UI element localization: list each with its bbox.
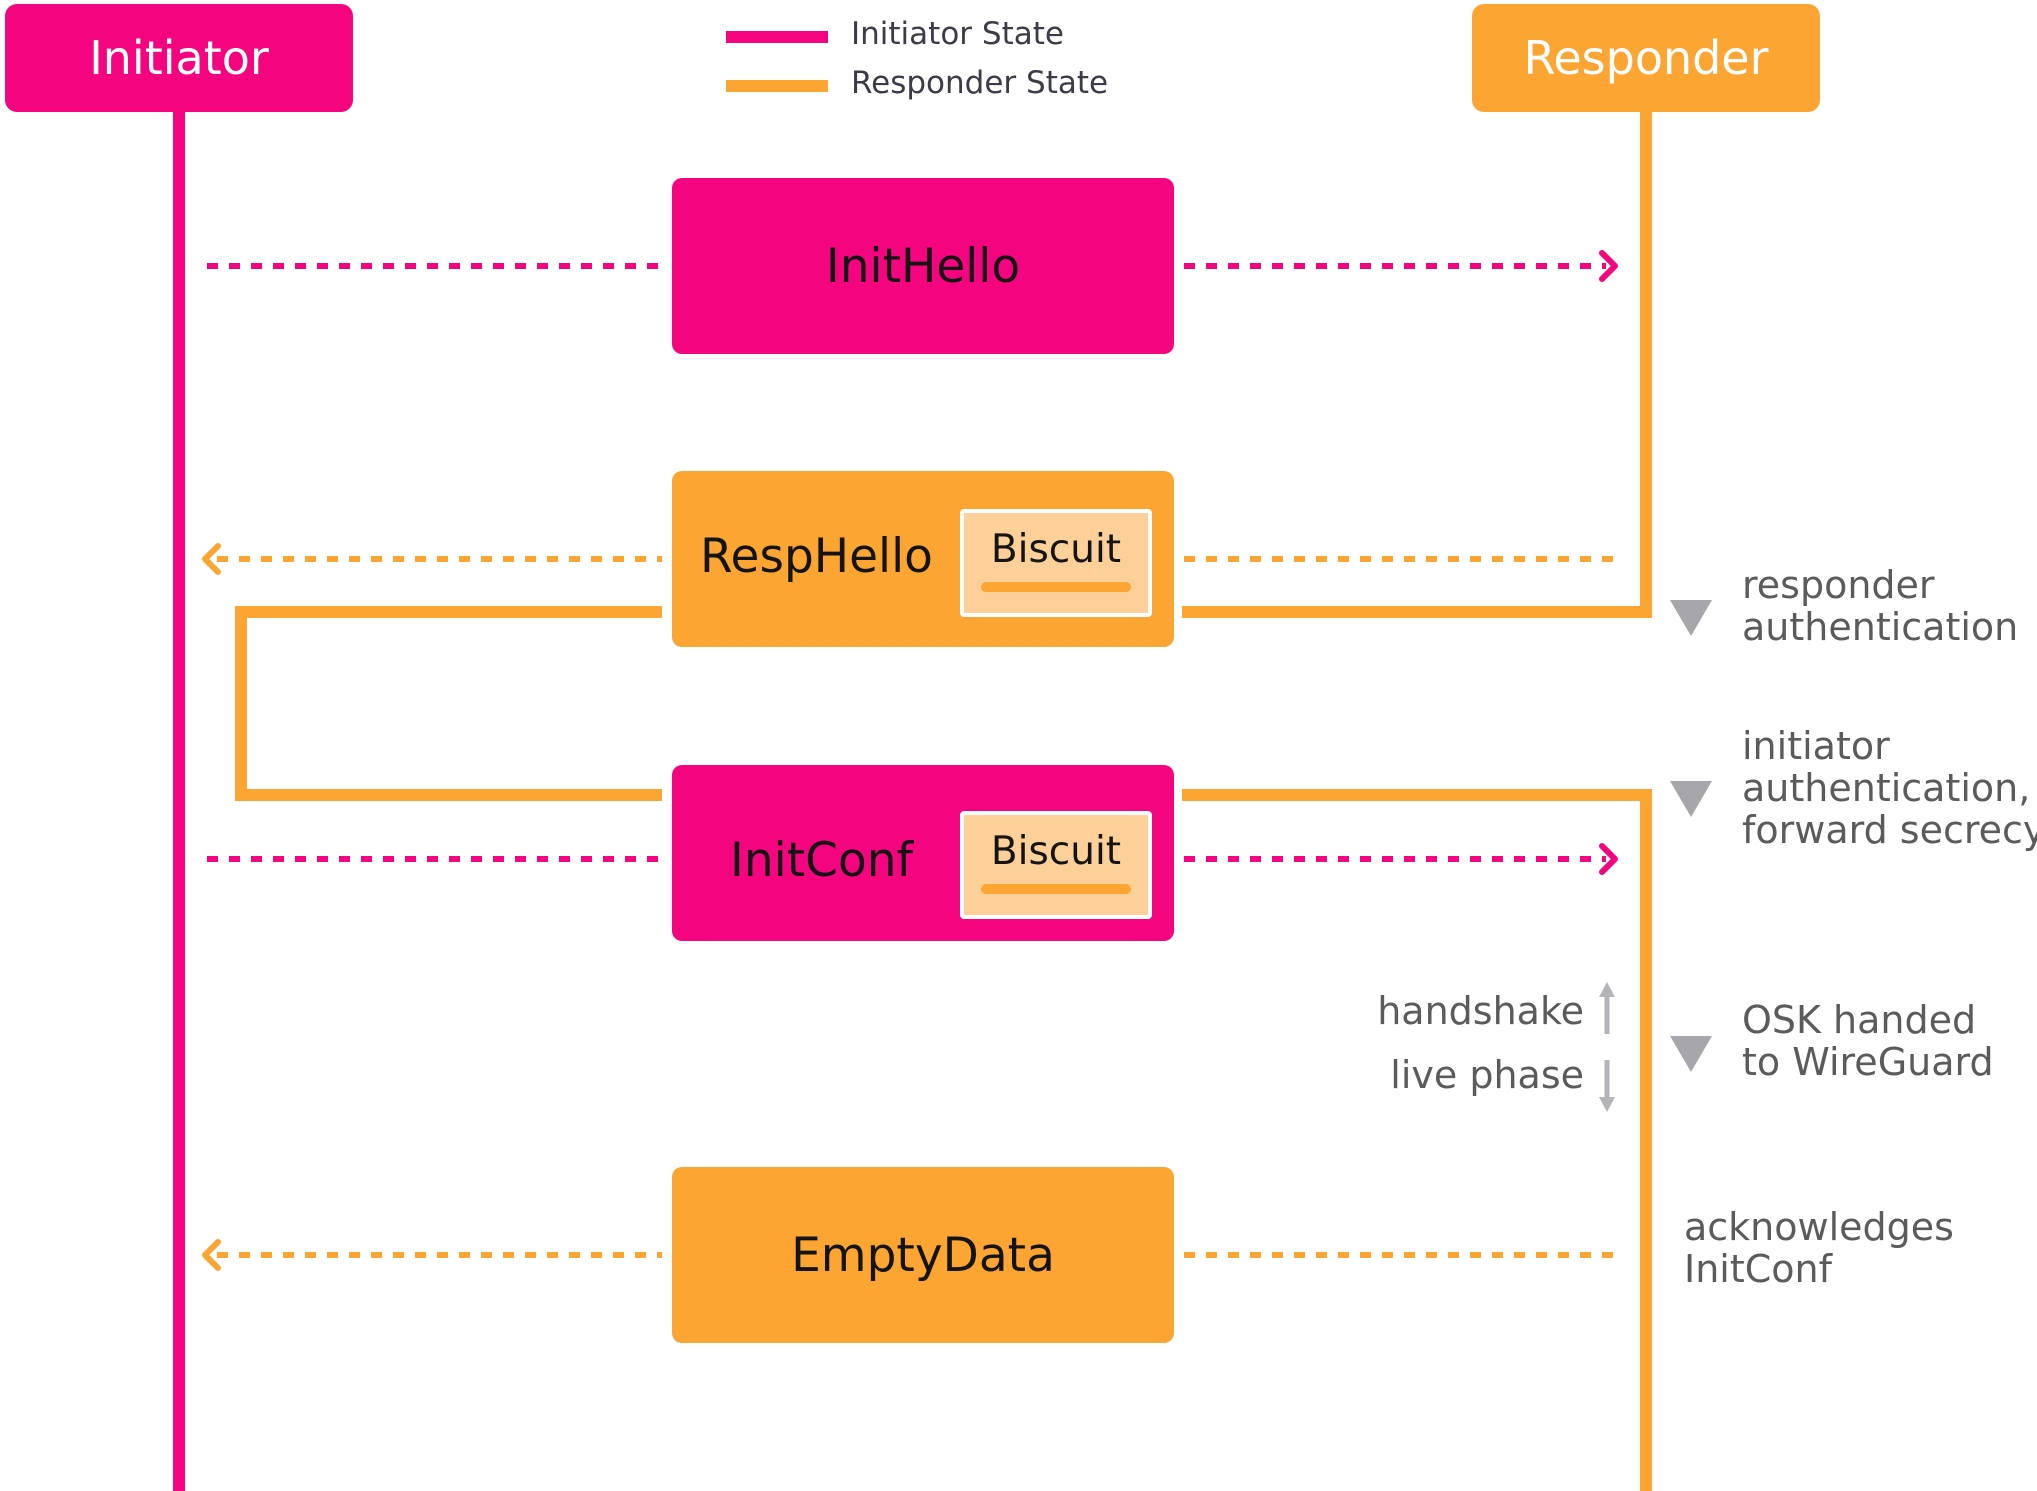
init-conf-arrowhead [1599,843,1618,875]
init-conf-message: InitConf Biscuit [672,765,1174,941]
responder-actor-box: Responder [1472,4,1820,112]
note-line: acknowledges [1684,1205,1954,1249]
note-line: OSK handed [1742,998,1977,1042]
responder-state-path-bottom [1182,789,1652,1491]
phase-handshake-label: handshake [1377,989,1584,1033]
note-initiator-authentication: initiator authentication, forward secrec… [1742,725,2037,851]
triangle-down-icon [1670,600,1712,636]
arrow-up-icon [1599,982,1615,1034]
note-line: authentication [1742,605,2019,649]
triangle-down-icon [1670,1036,1712,1072]
init-conf-label: InitConf [730,833,914,888]
init-conf-biscuit: Biscuit [960,811,1152,919]
triangle-down-icon [1670,781,1712,817]
note-responder-authentication: responder authentication [1742,564,2018,648]
legend-responder-state-label: Responder State [851,65,1109,101]
init-conf-biscuit-underline [981,884,1131,894]
empty-data-label: EmptyData [791,1227,1055,1283]
initiator-actor-box: Initiator [5,4,353,112]
responder-actor-label: Responder [1523,31,1769,85]
note-osk-handed: OSK handed to WireGuard [1742,999,1994,1083]
note-line: to WireGuard [1742,1040,1994,1084]
note-line: InitConf [1684,1247,1832,1291]
resp-hello-biscuit: Biscuit [960,509,1152,617]
resp-hello-biscuit-label: Biscuit [990,527,1122,572]
arrow-down-icon [1599,1060,1615,1112]
phase-live-label: live phase [1390,1053,1584,1097]
note-acknowledges: acknowledges InitConf [1684,1206,1954,1290]
init-hello-message: InitHello [672,178,1174,354]
legend-initiator-state-label: Initiator State [851,16,1064,52]
init-hello-label: InitHello [825,238,1021,294]
init-hello-arrowhead [1599,250,1618,282]
empty-data-arrowhead [202,1239,221,1271]
note-line: responder [1742,563,1935,607]
note-line: forward secrecy [1742,808,2037,852]
initiator-actor-label: Initiator [89,31,269,85]
note-line: initiator [1742,724,1890,768]
resp-hello-message: RespHello Biscuit [672,471,1174,647]
empty-data-message: EmptyData [672,1167,1174,1343]
resp-hello-biscuit-underline [981,582,1131,592]
init-conf-biscuit-label: Biscuit [990,829,1122,874]
resp-hello-arrowhead [202,543,221,575]
resp-hello-label: RespHello [700,529,933,584]
responder-state-path-initiator-side [235,606,662,801]
responder-state-path-top [1182,112,1652,618]
note-line: authentication, [1742,766,2031,810]
